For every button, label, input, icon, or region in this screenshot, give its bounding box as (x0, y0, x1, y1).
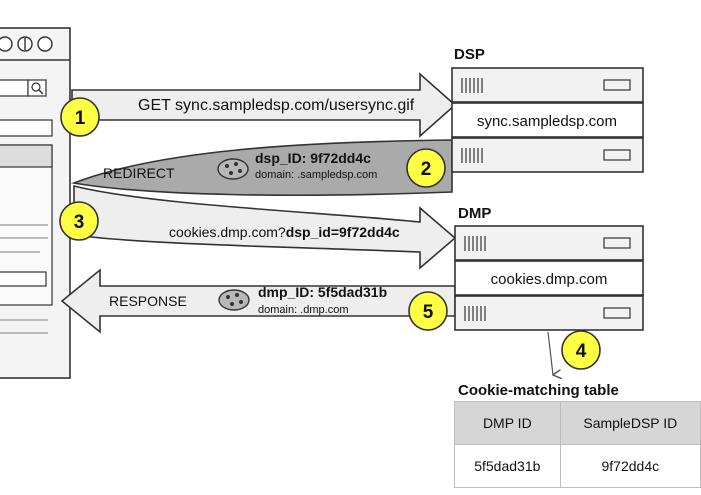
server-unit (451, 137, 644, 173)
dmp-server-stack (454, 225, 644, 331)
dmp-cookie-id: dmp_ID: 5f5dad31b (258, 284, 387, 300)
dsp-cookie-id: dsp_ID: 9f72dd4c (255, 150, 371, 166)
step-badge-5: 5 (408, 291, 448, 331)
table-cell-dmp-id: 5f5dad31b (454, 444, 561, 488)
step-badge-4: 4 (561, 330, 601, 370)
dmp-server-label-box (454, 260, 644, 296)
response-label: RESPONSE (109, 293, 187, 309)
table-row: 5f5dad31b 9f72dd4c (454, 444, 701, 488)
step-badge-1: 1 (60, 97, 100, 137)
column-header-sampledsp-id: SampleDSP ID (559, 401, 701, 445)
dsp-server-label: sync.sampledsp.com (477, 113, 617, 130)
step-badge-2: 2 (406, 148, 446, 188)
step-3-text: cookies.dmp.com?dsp_id=9f72dd4c (169, 224, 400, 240)
cookie-icon (217, 158, 249, 180)
browser-field (0, 119, 53, 137)
browser-window (0, 27, 71, 379)
response-arrow (60, 268, 456, 334)
svg-text:2: 2 (421, 159, 432, 180)
svg-text:3: 3 (74, 212, 85, 233)
dmp-title: DMP (458, 205, 491, 222)
server-unit (451, 67, 644, 103)
address-bar[interactable] (0, 79, 29, 97)
table-title: Cookie-matching table (458, 382, 619, 399)
dsp-cookie-domain: domain: .sampledsp.com (255, 169, 377, 181)
redirect-label: REDIRECT (103, 165, 175, 181)
server-unit (454, 295, 644, 331)
column-header-dmp-id: DMP ID (454, 401, 561, 445)
dsp-server-stack (451, 67, 644, 173)
dmp-request-arrow (73, 184, 457, 270)
get-request-arrow (71, 72, 457, 138)
step-1-text: GET sync.sampledsp.com/usersync.gif (138, 97, 415, 114)
window-button-icon (37, 36, 53, 52)
dmp-server-label: cookies.dmp.com (491, 271, 608, 288)
dsp-title: DSP (454, 46, 485, 63)
search-icon (31, 82, 41, 92)
table-header-row: DMP ID SampleDSP ID (454, 401, 701, 445)
table-connector-arrow (547, 331, 553, 375)
window-button-icon (0, 36, 13, 52)
step-badge-3: 3 (59, 201, 99, 241)
cookie-icon (218, 289, 250, 311)
cookie-matching-table: DMP ID SampleDSP ID 5f5dad31b 9f72dd4c (454, 401, 701, 488)
redirect-ribbon (70, 139, 453, 197)
server-unit (454, 225, 644, 261)
dsp-server-label-box (451, 102, 644, 138)
svg-text:4: 4 (576, 341, 587, 362)
dmp-cookie-domain: domain: .dmp.com (258, 304, 348, 316)
svg-text:5: 5 (423, 302, 434, 323)
table-cell-sampledsp-id: 9f72dd4c (559, 444, 701, 488)
svg-text:1: 1 (75, 108, 86, 129)
